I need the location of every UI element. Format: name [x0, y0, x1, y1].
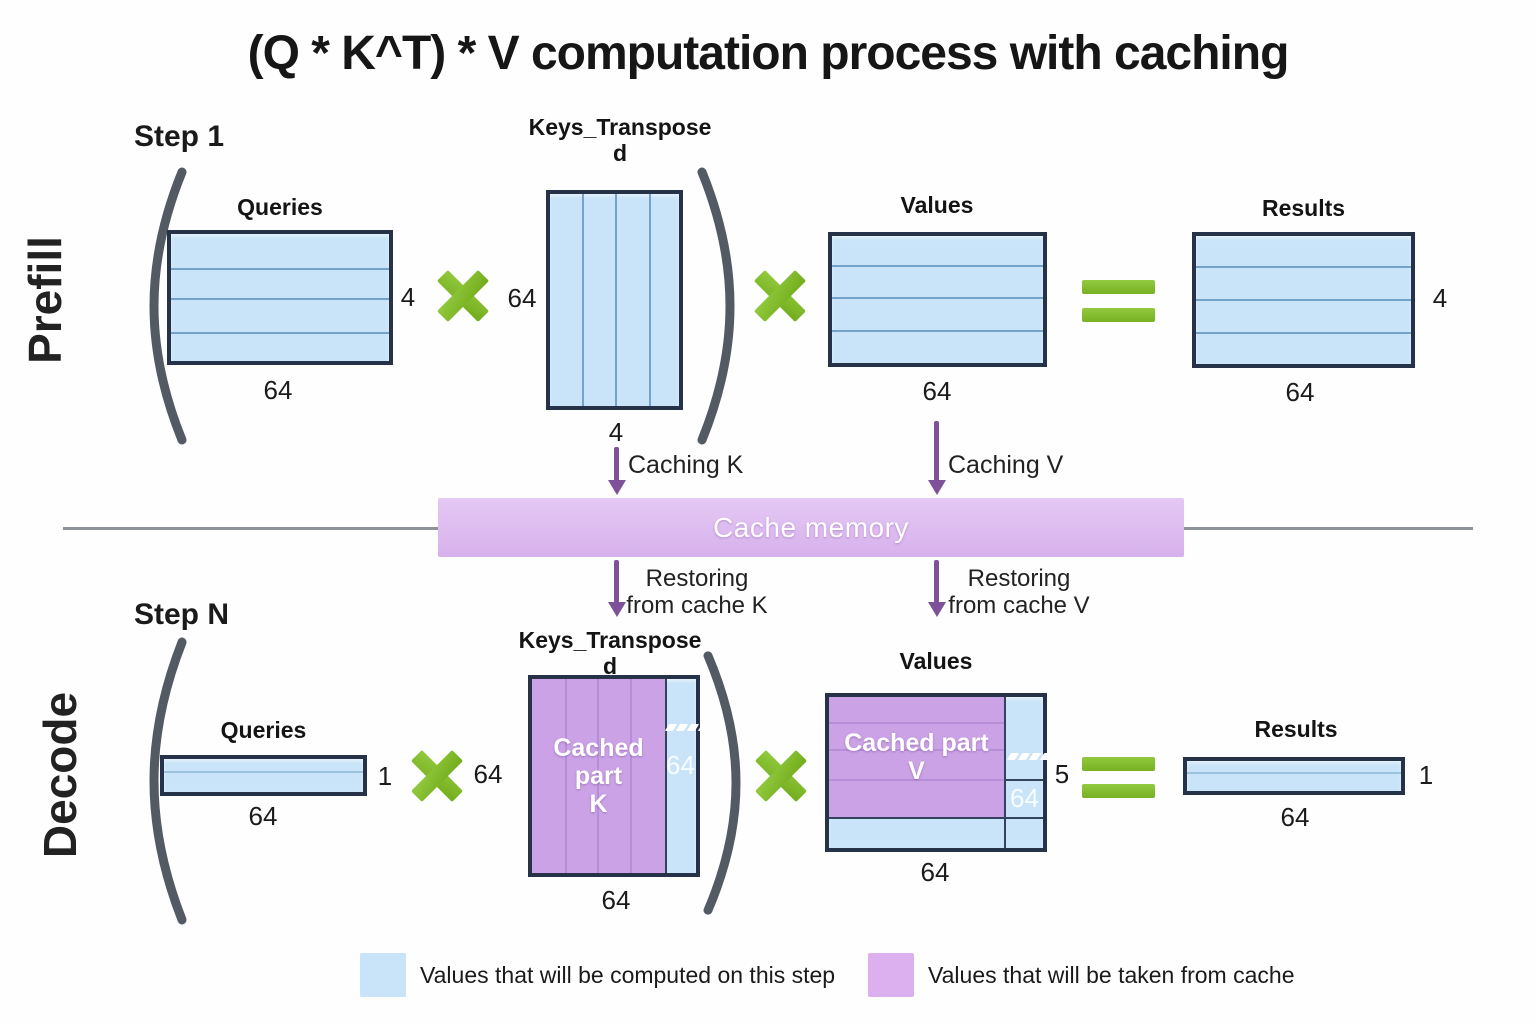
- decode-open-bracket-icon: [149, 637, 187, 925]
- restoring-k-arrow-icon: [614, 560, 619, 603]
- decode-queries-title: Queries: [220, 717, 307, 743]
- equals-icon: [1082, 784, 1155, 798]
- legend-computed-swatch: [360, 953, 406, 997]
- prefill-results-cols-dim: 64: [1285, 376, 1315, 407]
- legend-cached-swatch: [868, 953, 914, 997]
- equals-icon: [1082, 308, 1155, 322]
- decode-keys-cached-region: Cached part K: [532, 679, 665, 873]
- multiply-icon: [754, 270, 806, 322]
- decode-results-title: Results: [1254, 716, 1338, 742]
- prefill-values-matrix: [828, 232, 1047, 367]
- decode-values-cols-dim: 64: [920, 856, 950, 887]
- prefill-results-rows-dim: 4: [1432, 282, 1448, 313]
- caching-v-arrow-icon: [934, 421, 939, 481]
- decode-keys-new-part-dim: 64: [666, 750, 695, 780]
- caching-v-label: Caching V: [948, 451, 1064, 479]
- decode-values-title: Values: [899, 648, 973, 674]
- decode-keys-title: Keys_Transpose d: [518, 627, 702, 680]
- prefill-keys-title: Keys_Transpose d: [528, 114, 712, 167]
- prefill-keys-cols-dim: 4: [608, 416, 624, 447]
- decode-section-label: Decode: [34, 691, 86, 859]
- multiply-icon: [411, 750, 463, 802]
- restoring-v-label: Restoring from cache V: [948, 565, 1090, 619]
- decode-queries-rows-dim: 1: [377, 760, 393, 791]
- decode-keys-cached-label: Cached part K: [553, 734, 644, 818]
- decode-keys-new-column-divider: [665, 679, 667, 873]
- prefill-queries-rows-dim: 4: [400, 281, 416, 312]
- prefill-keys-rows-dim: 64: [507, 282, 537, 313]
- prefill-values-title: Values: [900, 192, 974, 218]
- caching-k-label: Caching K: [628, 451, 744, 479]
- decode-results-cols-dim: 64: [1280, 801, 1310, 832]
- decode-values-matrix: Cached part V 64: [825, 693, 1053, 852]
- decode-values-rows-dim: 5: [1054, 758, 1070, 789]
- decode-results-rows-dim: 1: [1418, 759, 1434, 790]
- multiply-icon: [755, 750, 807, 802]
- decode-queries-cols-dim: 64: [248, 800, 278, 831]
- prefill-keys-matrix: [546, 190, 683, 410]
- caching-k-arrow-icon: [614, 447, 619, 481]
- decode-keys-rows-dim: 64: [473, 758, 503, 789]
- decode-values-cached-label: Cached part V: [844, 729, 989, 785]
- cache-memory-label: Cache memory: [713, 511, 909, 543]
- prefill-close-bracket-icon: [697, 167, 735, 445]
- equals-icon: [1082, 757, 1155, 771]
- decode-values-new-part-dim: 64: [1010, 783, 1039, 813]
- prefill-results-matrix: [1192, 232, 1415, 368]
- equals-icon: [1082, 280, 1155, 294]
- decode-close-bracket-icon: [703, 651, 741, 915]
- multiply-icon: [437, 270, 489, 322]
- prefill-values-cols-dim: 64: [922, 375, 952, 406]
- ellipsis-dashes-icon: [1006, 753, 1053, 760]
- decode-keys-matrix: Cached part K 64: [528, 675, 711, 877]
- prefill-queries-title: Queries: [237, 194, 323, 220]
- decode-values-new-row-divider: [829, 817, 1043, 819]
- page-title: (Q * K^T) * V computation process with c…: [247, 27, 1290, 80]
- decode-keys-cols-dim: 64: [601, 884, 631, 915]
- prefill-results-title: Results: [1261, 195, 1346, 221]
- prefill-queries-cols-dim: 64: [263, 374, 293, 405]
- decode-values-new-column-divider: [1004, 697, 1006, 848]
- decode-results-matrix: [1183, 757, 1405, 795]
- legend-cached-label: Values that will be taken from cache: [928, 961, 1295, 988]
- decode-values-cached-region: Cached part V: [829, 697, 1004, 817]
- decode-queries-matrix: [160, 755, 367, 796]
- prefill-open-bracket-icon: [149, 167, 187, 445]
- restoring-v-arrow-icon: [934, 560, 939, 603]
- prefill-step-label: Step 1: [134, 120, 225, 153]
- prefill-queries-matrix: [167, 230, 393, 365]
- restoring-k-label: Restoring from cache K: [626, 565, 768, 619]
- legend-computed-label: Values that will be computed on this ste…: [420, 961, 836, 988]
- cache-memory-bar: Cache memory: [438, 498, 1184, 557]
- decode-step-label: Step N: [134, 598, 230, 631]
- prefill-section-label: Prefill: [19, 236, 71, 364]
